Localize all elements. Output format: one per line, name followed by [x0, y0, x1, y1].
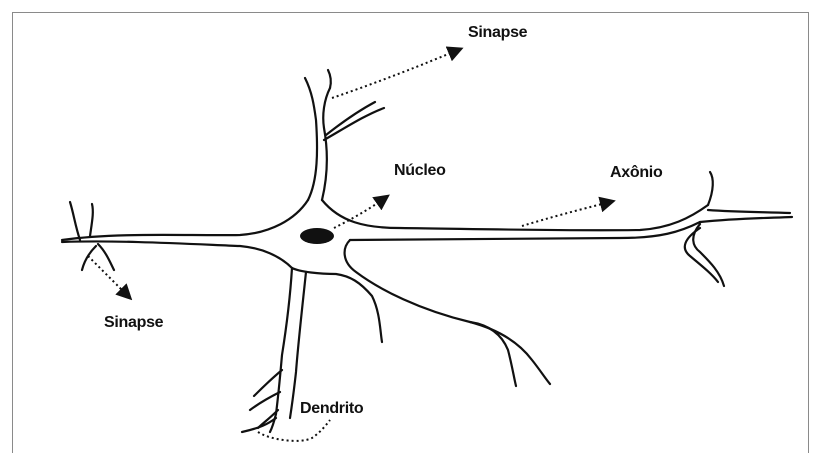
arrow-sinapse-left: [88, 256, 128, 296]
label-axonio: Axônio: [610, 164, 662, 182]
arrow-sinapse-top: [332, 50, 458, 98]
pointer-arrows: [88, 50, 610, 296]
neuron-outline: [62, 70, 792, 432]
nucleus-shape: [300, 228, 334, 244]
label-sinapse-left: Sinapse: [104, 314, 163, 332]
label-dendrito: Dendrito: [300, 400, 363, 418]
label-nucleo: Núcleo: [394, 162, 446, 180]
arrow-axonio: [522, 202, 610, 226]
label-sinapse-top: Sinapse: [468, 24, 527, 42]
